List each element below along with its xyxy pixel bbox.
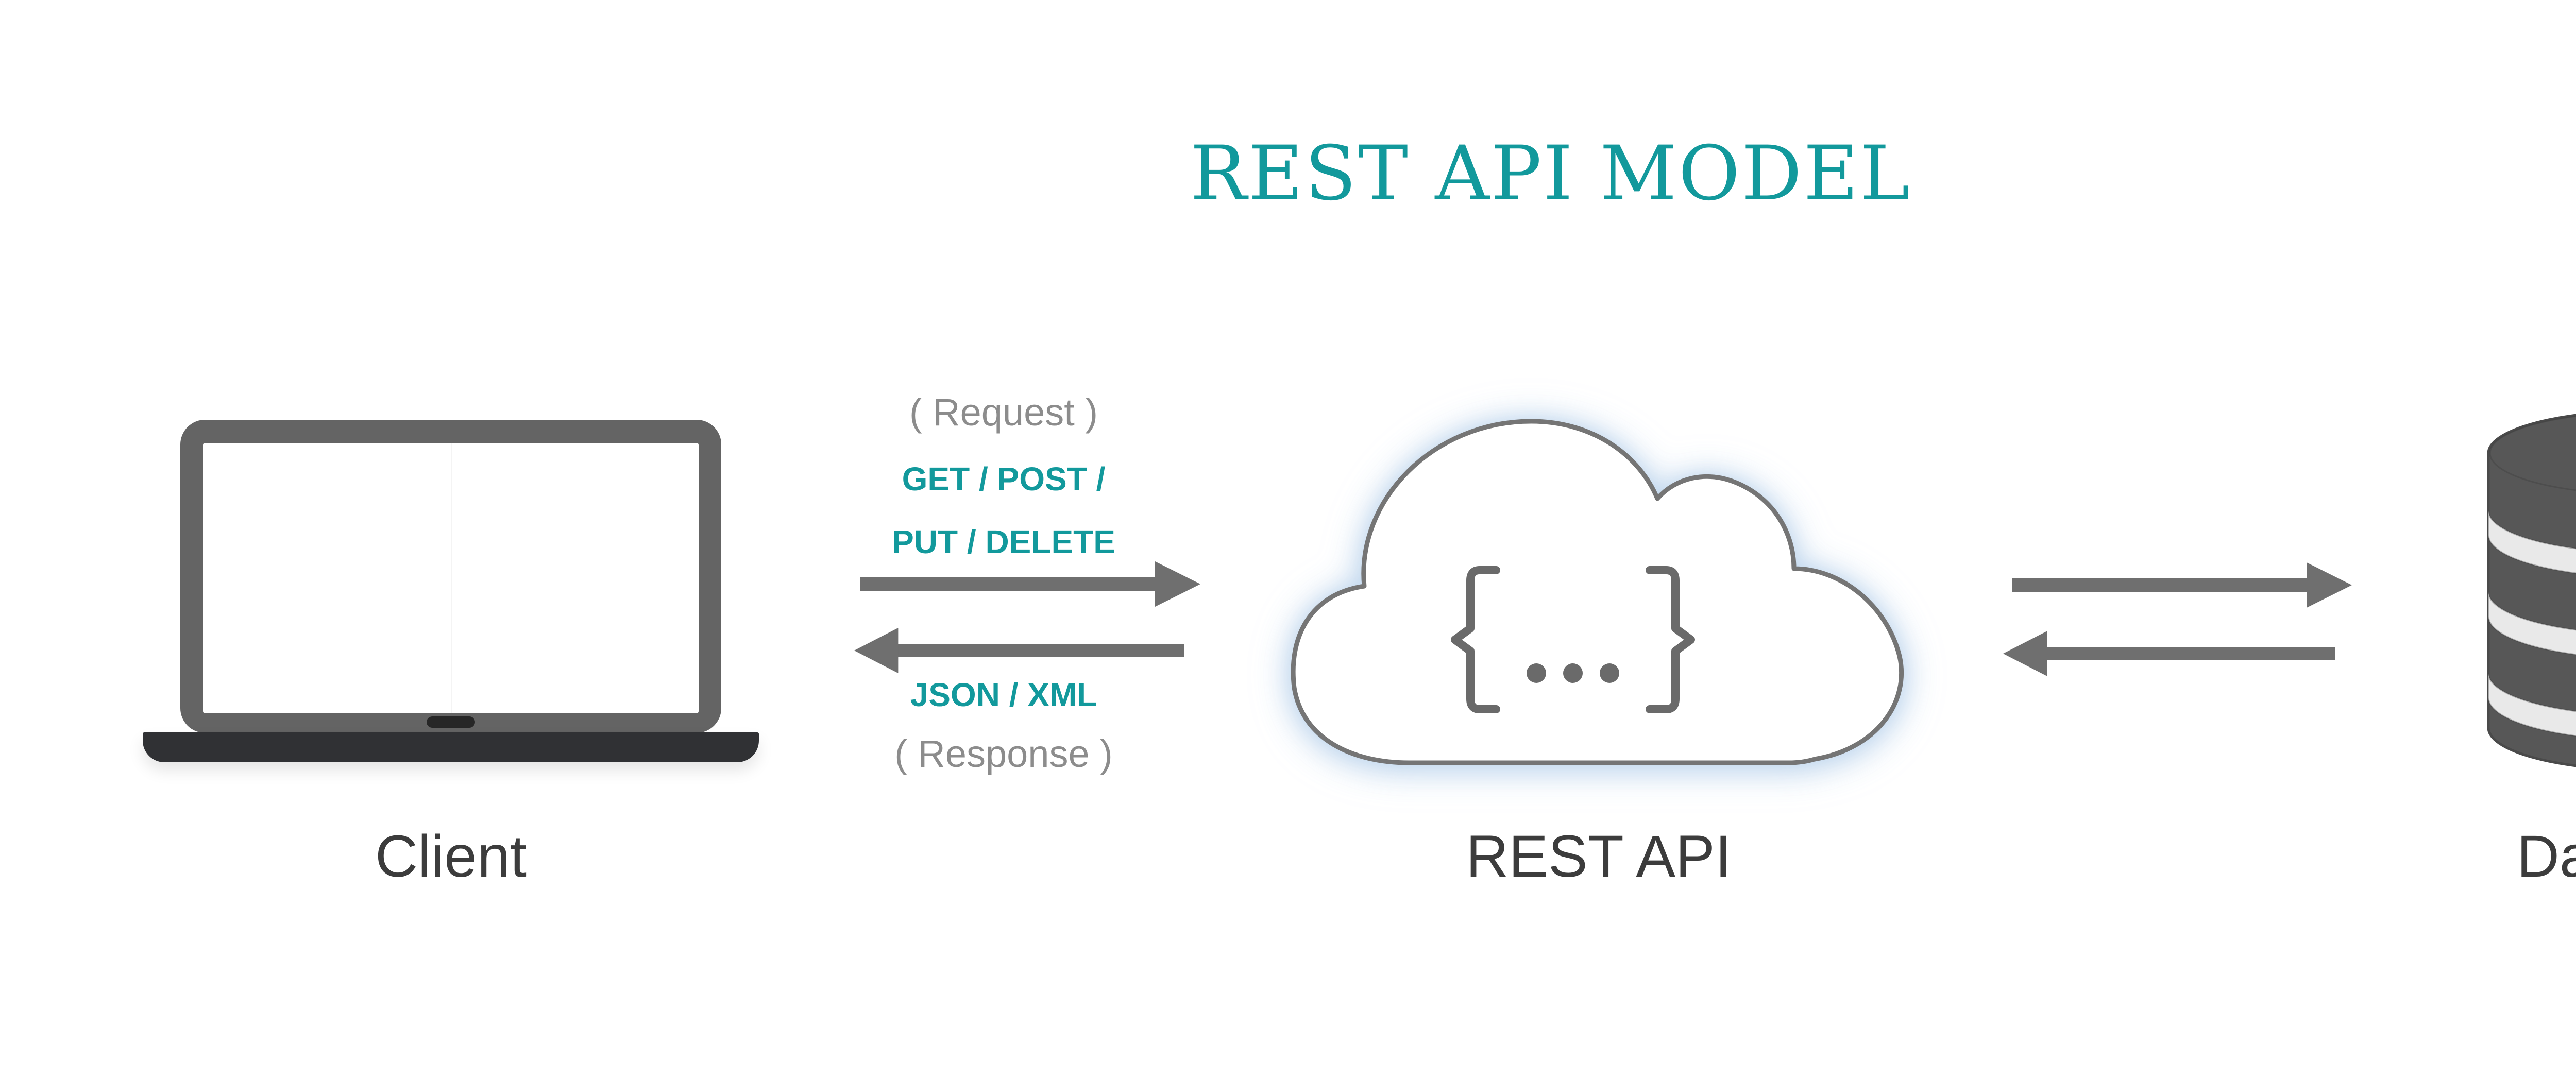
response-formats: JSON / XML (910, 676, 1097, 713)
database-icon (2487, 414, 2576, 767)
code-braces-icon (1451, 566, 1695, 713)
page-title: REST API MODEL (1190, 130, 1911, 217)
laptop-icon (180, 420, 721, 733)
arrow-left-icon (854, 628, 1184, 673)
laptop-base (143, 732, 759, 762)
arrow-right-icon (2012, 562, 2352, 608)
laptop-screen (203, 443, 699, 713)
arrow-right-icon (860, 561, 1200, 607)
laptop-hinge-notch-icon (427, 716, 475, 728)
request-methods-line1: GET / POST / (902, 460, 1106, 498)
ellipsis-icon (1527, 663, 1619, 683)
rest-api-label: REST API (1466, 824, 1732, 889)
arrow-left-icon (2003, 631, 2335, 676)
cloud-shape (1291, 419, 1904, 765)
database-label: Database (2516, 824, 2576, 889)
cloud-icon (1291, 419, 1904, 765)
client-label: Client (375, 824, 527, 889)
request-annotation: ( Request ) (909, 391, 1098, 434)
response-annotation: ( Response ) (894, 732, 1113, 775)
database-cylinder-shape (2487, 414, 2576, 767)
request-methods-line2: PUT / DELETE (892, 523, 1115, 560)
